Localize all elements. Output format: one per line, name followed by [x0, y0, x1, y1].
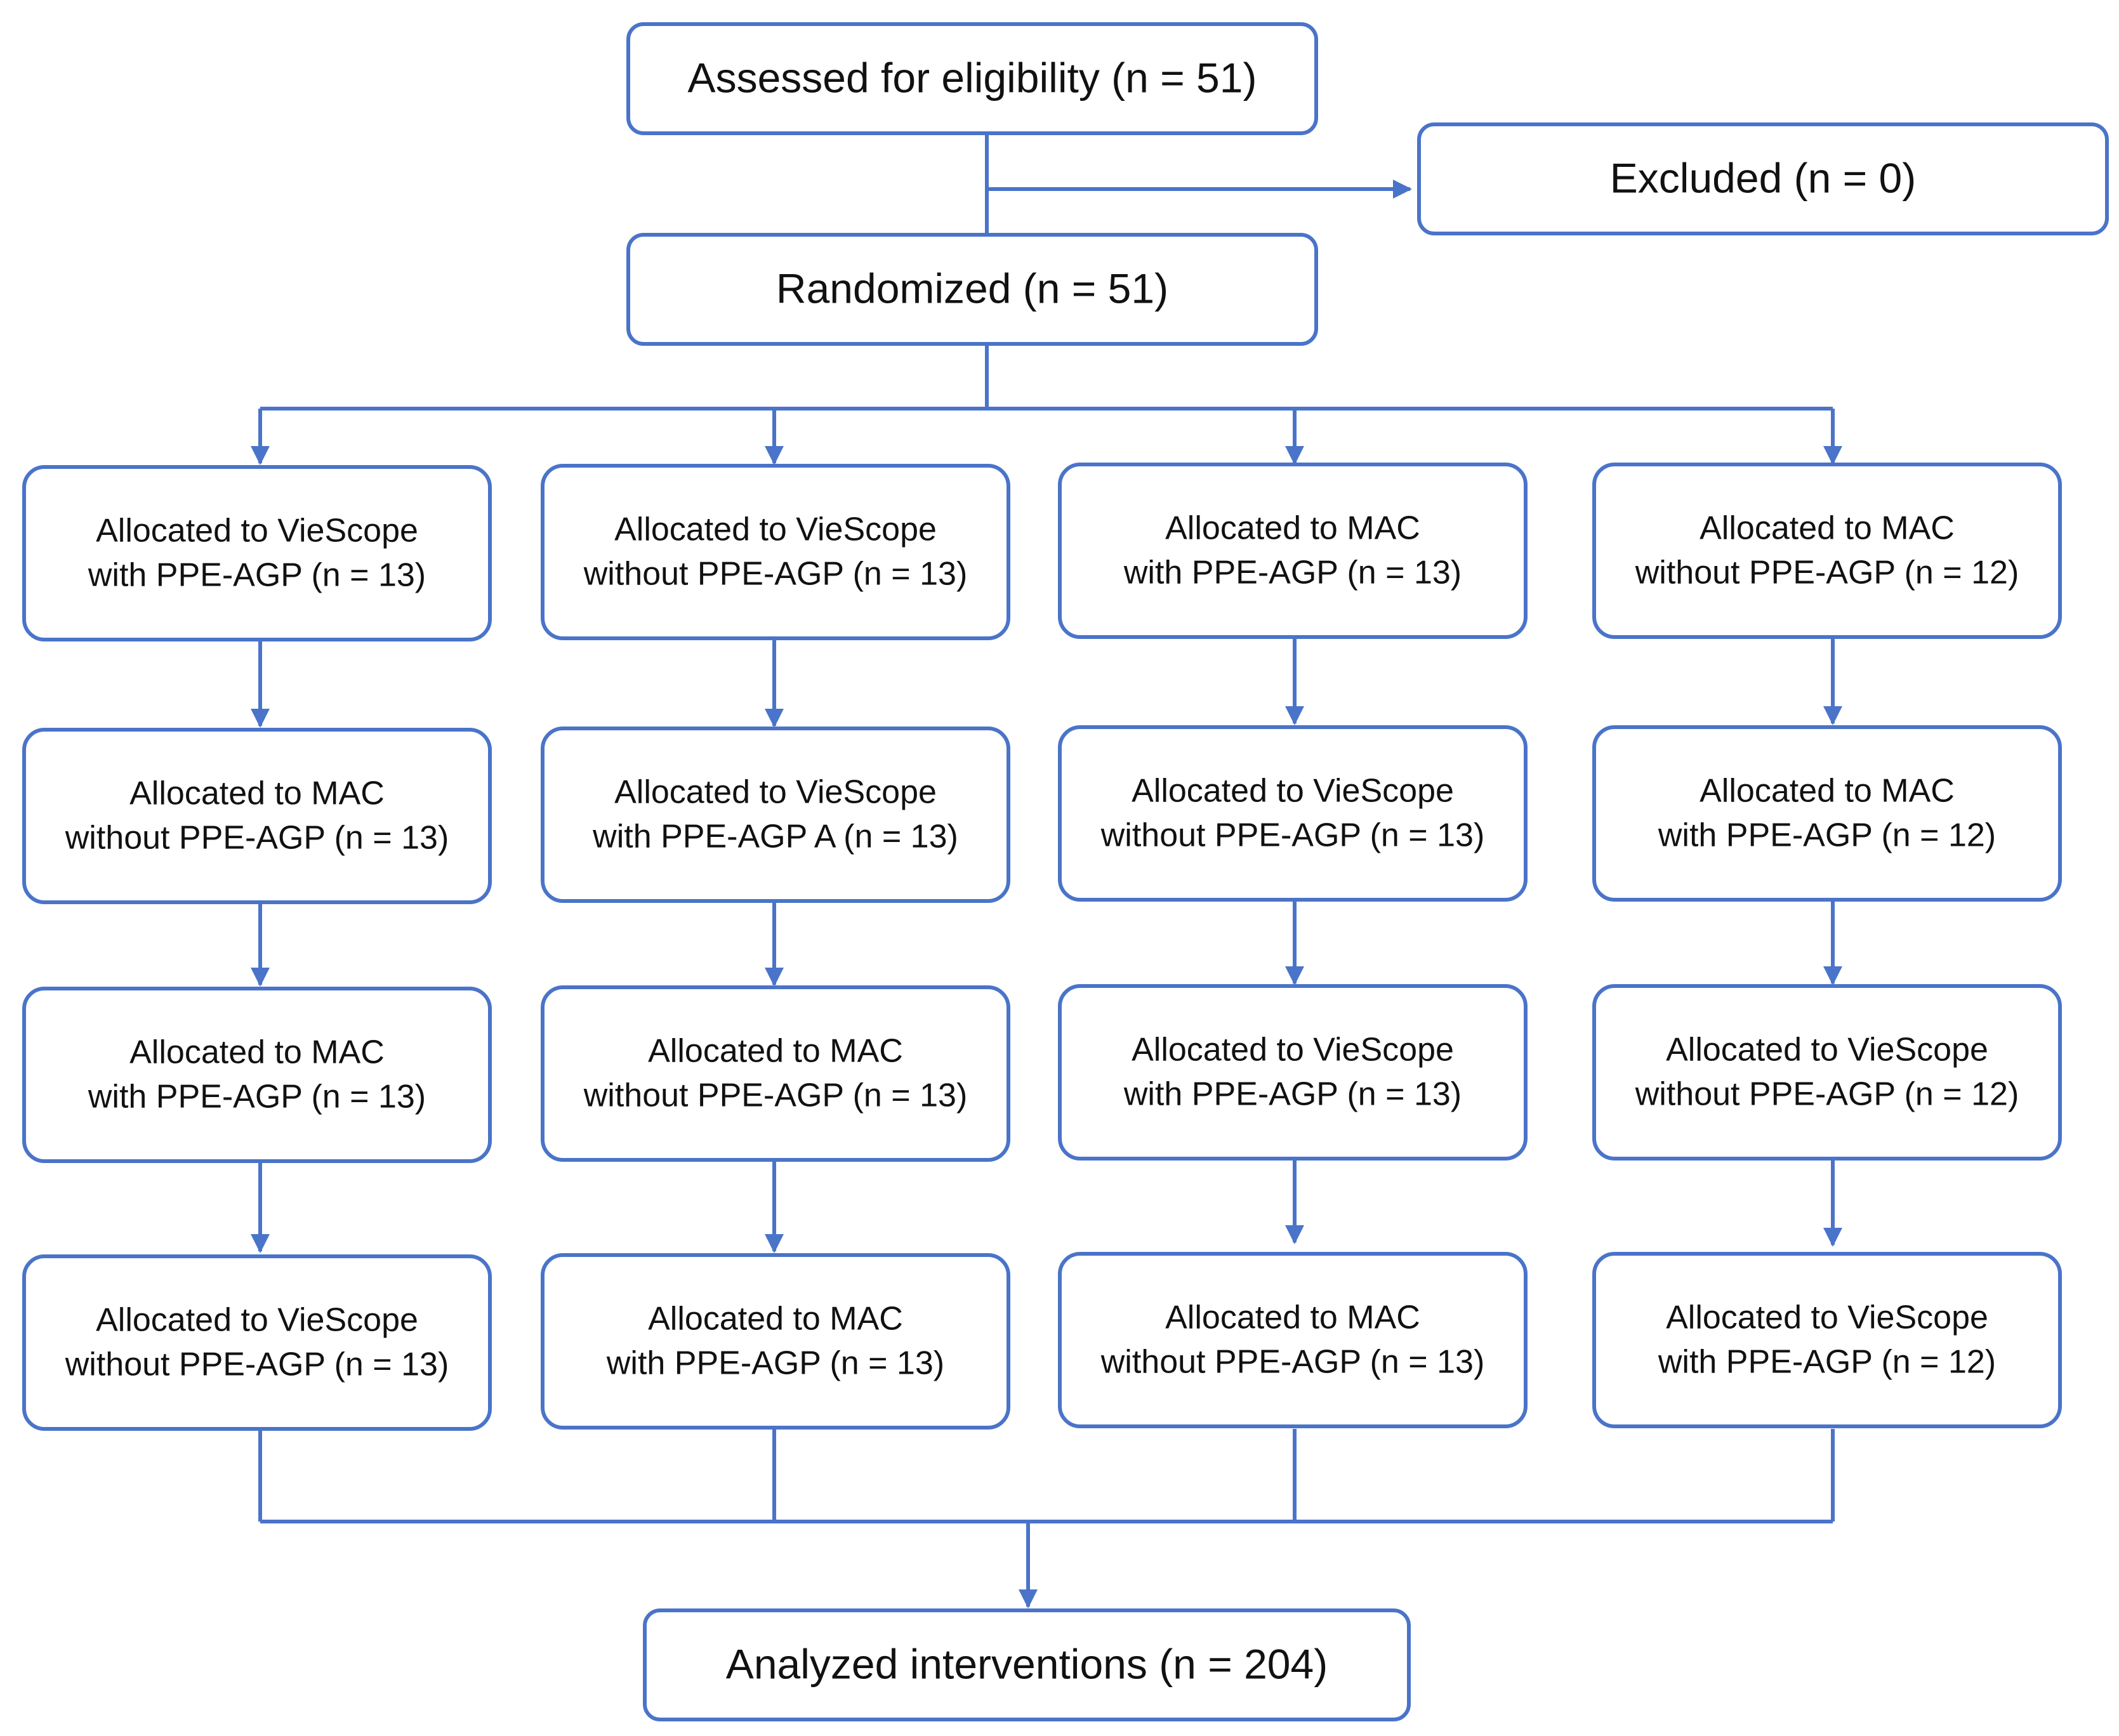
arm-2-step-4-line-2: with PPE-AGP (n = 13): [606, 1345, 944, 1382]
excluded-label: Excluded (n = 0): [1610, 154, 1916, 201]
arm-1-step-1-node: Allocated to VieScope with PPE-AGP (n = …: [22, 465, 492, 641]
arm-3-step-1-line-1: Allocated to MAC: [1165, 510, 1420, 547]
assessed-label: Assessed for eligibility (n = 51): [688, 54, 1257, 101]
arm-1-step-2-line-2: without PPE-AGP (n = 13): [65, 820, 449, 857]
arm-2-step-2-line-1: Allocated to VieScope: [614, 774, 937, 811]
arm-1-step-3-node: Allocated to MAC with PPE-AGP (n = 13): [22, 987, 492, 1163]
arm-3-step-4-line-2: without PPE-AGP (n = 13): [1100, 1344, 1485, 1381]
arm-3-step-4-line-1: Allocated to MAC: [1165, 1299, 1420, 1336]
arm-3-step-4-node: Allocated to MAC without PPE-AGP (n = 13…: [1058, 1252, 1528, 1428]
arm-4-step-3-node: Allocated to VieScope without PPE-AGP (n…: [1592, 984, 2062, 1161]
arm-1-step-3-line-1: Allocated to MAC: [129, 1034, 385, 1071]
arm-1-step-2-node: Allocated to MAC without PPE-AGP (n = 13…: [22, 728, 492, 904]
arm-4: Allocated to MAC without PPE-AGP (n = 12…: [1592, 463, 2062, 1428]
arm-2-step-1-line-1: Allocated to VieScope: [614, 511, 937, 548]
arm-4-step-2-node: Allocated to MAC with PPE-AGP (n = 12): [1592, 725, 2062, 902]
arm-1-step-3-line-2: with PPE-AGP (n = 13): [88, 1079, 426, 1115]
excluded-node: Excluded (n = 0): [1417, 122, 2109, 235]
randomized-node: Randomized (n = 51): [626, 233, 1318, 346]
arm-3-step-2-line-2: without PPE-AGP (n = 13): [1100, 817, 1485, 854]
arm-4-step-3-line-2: without PPE-AGP (n = 12): [1635, 1076, 2019, 1113]
arm-3-step-3-line-2: with PPE-AGP (n = 13): [1123, 1076, 1462, 1113]
arm-2-step-3-line-1: Allocated to MAC: [648, 1033, 903, 1070]
arm-2: Allocated to VieScope without PPE-AGP (n…: [541, 464, 1010, 1430]
arm-2-step-3-node: Allocated to MAC without PPE-AGP (n = 13…: [541, 985, 1010, 1162]
arm-4-step-4-line-2: with PPE-AGP (n = 12): [1658, 1344, 1996, 1381]
arm-3-step-2-line-1: Allocated to VieScope: [1132, 773, 1454, 810]
arm-2-step-1-node: Allocated to VieScope without PPE-AGP (n…: [541, 464, 1010, 640]
arm-3: Allocated to MAC with PPE-AGP (n = 13) A…: [1058, 463, 1528, 1428]
arm-3-step-1-line-2: with PPE-AGP (n = 13): [1123, 555, 1462, 591]
arm-1-step-1-line-1: Allocated to VieScope: [96, 513, 418, 549]
analyzed-label: Analyzed interventions (n = 204): [726, 1640, 1328, 1687]
arm-4-step-2-line-2: with PPE-AGP (n = 12): [1658, 817, 1996, 854]
assessed-node: Assessed for eligibility (n = 51): [626, 22, 1318, 135]
arm-2-step-3-line-2: without PPE-AGP (n = 13): [583, 1077, 968, 1114]
arm-3-step-2-node: Allocated to VieScope without PPE-AGP (n…: [1058, 725, 1528, 902]
randomized-label: Randomized (n = 51): [776, 265, 1168, 312]
arm-4-step-1-line-2: without PPE-AGP (n = 12): [1635, 555, 2019, 591]
arm-2-step-4-line-1: Allocated to MAC: [648, 1301, 903, 1338]
arm-2-step-2-line-2: with PPE-AGP A (n = 13): [592, 819, 958, 855]
arm-4-step-4-node: Allocated to VieScope with PPE-AGP (n = …: [1592, 1252, 2062, 1428]
arm-1-step-4-line-1: Allocated to VieScope: [96, 1302, 418, 1339]
arm-1: Allocated to VieScope with PPE-AGP (n = …: [22, 465, 492, 1431]
arm-2-step-4-node: Allocated to MAC with PPE-AGP (n = 13): [541, 1253, 1010, 1430]
arm-4-step-1-node: Allocated to MAC without PPE-AGP (n = 12…: [1592, 463, 2062, 639]
arm-4-step-1-line-1: Allocated to MAC: [1700, 510, 1955, 547]
arm-3-step-1-node: Allocated to MAC with PPE-AGP (n = 13): [1058, 463, 1528, 639]
analyzed-node: Analyzed interventions (n = 204): [643, 1608, 1411, 1721]
arm-2-step-1-line-2: without PPE-AGP (n = 13): [583, 556, 968, 593]
arm-3-step-3-line-1: Allocated to VieScope: [1132, 1032, 1454, 1069]
arm-1-step-4-node: Allocated to VieScope without PPE-AGP (n…: [22, 1254, 492, 1431]
arm-1-step-2-line-1: Allocated to MAC: [129, 775, 385, 812]
arm-3-step-3-node: Allocated to VieScope with PPE-AGP (n = …: [1058, 984, 1528, 1161]
arm-4-step-4-line-1: Allocated to VieScope: [1666, 1299, 1988, 1336]
arm-1-step-4-line-2: without PPE-AGP (n = 13): [65, 1346, 449, 1383]
arm-2-step-2-node: Allocated to VieScope with PPE-AGP A (n …: [541, 727, 1010, 903]
arm-4-step-3-line-1: Allocated to VieScope: [1666, 1032, 1988, 1069]
connectors: [251, 135, 1842, 1608]
arm-1-step-1-line-2: with PPE-AGP (n = 13): [88, 557, 426, 594]
arm-4-step-2-line-1: Allocated to MAC: [1700, 773, 1955, 810]
